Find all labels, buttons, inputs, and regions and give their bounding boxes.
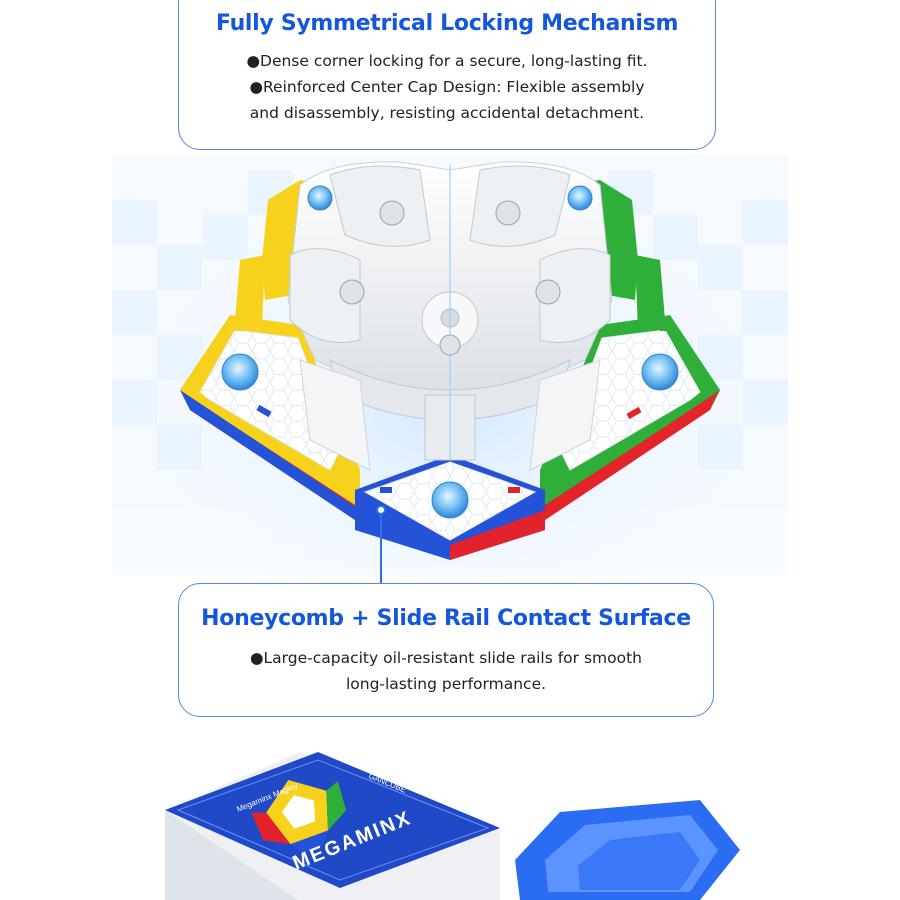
locking-mechanism-card: Fully Symmetrical Locking Mechanism ●Den…	[178, 0, 716, 150]
locking-bullet-center-cap-line1: ●Reinforced Center Cap Design: Flexible …	[249, 78, 645, 96]
screw-heads	[339, 200, 561, 356]
magnet-icons	[221, 185, 679, 519]
contact-surface-title: Honeycomb + Slide Rail Contact Surface	[201, 606, 691, 631]
cube-core-pieces	[287, 161, 613, 471]
sticker-slits	[232, 326, 672, 493]
callout-connector-line	[380, 512, 382, 584]
contact-surface-card: Honeycomb + Slide Rail Contact Surface ●…	[178, 583, 714, 717]
callout-anchor-dot	[376, 505, 386, 515]
contact-bullet-line1: ●Large-capacity oil-resistant slide rail…	[250, 649, 642, 667]
contact-bullet-line2: long-lasting performance.	[345, 675, 547, 693]
box-megaminx-image	[251, 780, 347, 854]
hexagon-tray	[515, 800, 740, 900]
locking-bullet-center-cap-line2: and disassembly, resisting accidental de…	[249, 104, 645, 122]
packaging-illustration: Megaminx Magley GANCUBE MEGAMINX	[165, 752, 740, 900]
locking-mechanism-title: Fully Symmetrical Locking Mechanism	[215, 11, 679, 36]
locking-bullet-corner: ●Dense corner locking for a secure, long…	[246, 52, 648, 70]
